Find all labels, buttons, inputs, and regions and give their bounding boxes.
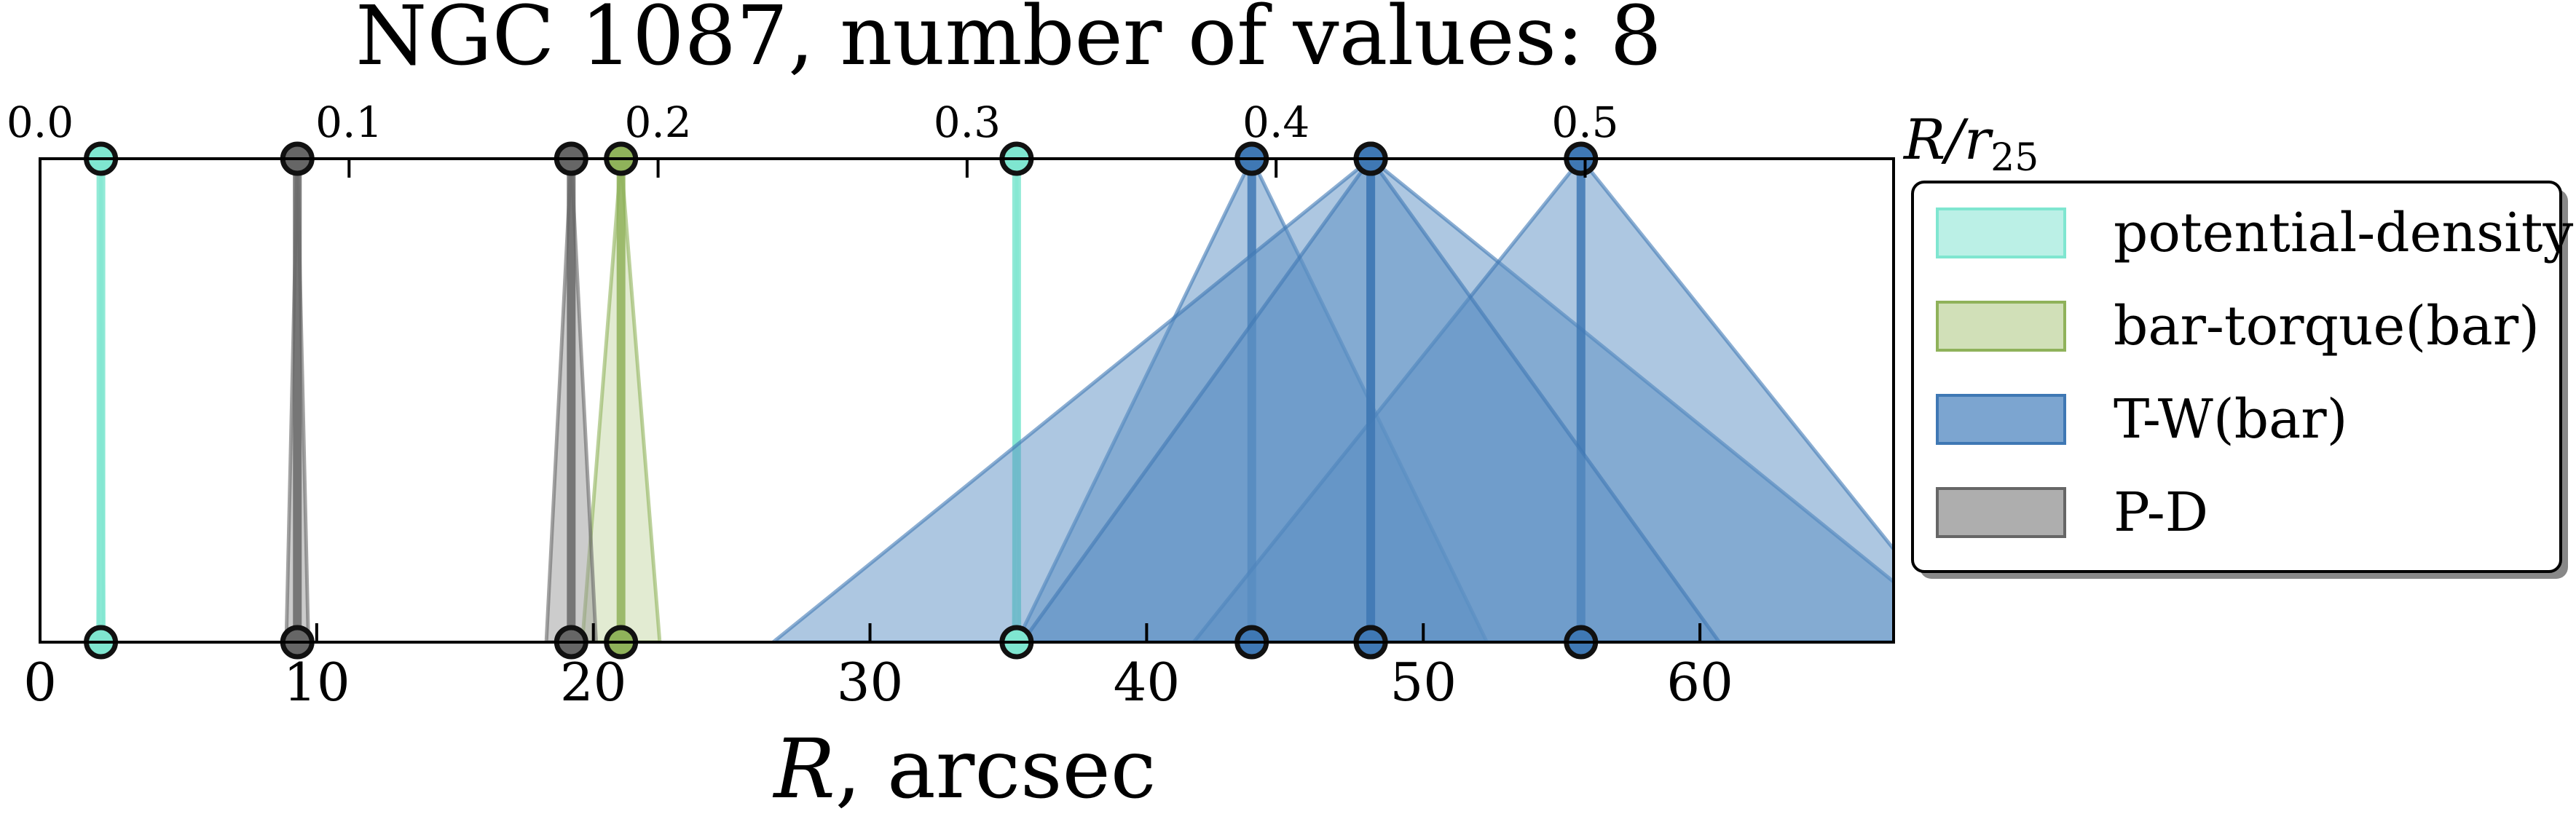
legend-swatch — [1936, 487, 2066, 538]
legend-box — [1911, 181, 2562, 573]
top-tick-label: 0.0 — [7, 98, 74, 147]
top-tick-label: 0.3 — [934, 98, 1001, 147]
top-axis-label-base: R/r — [1902, 107, 1994, 172]
top-axis-label-sub: 25 — [1990, 136, 2039, 180]
axis-layer: 0 10 20 30 40 50 60 0.0 0.1 0.2 0.3 0.4 0.5 — [7, 98, 1733, 713]
data-layer — [84, 141, 1894, 660]
legend-label: potential-density — [2114, 202, 2574, 264]
legend-swatch — [1936, 394, 2066, 445]
top-tick-label: 0.1 — [315, 98, 382, 147]
plot-area — [96, 159, 1894, 642]
x-tick-label: 20 — [560, 652, 627, 713]
legend-swatch — [1936, 208, 2066, 258]
x-axis-label: R, arcsec — [772, 722, 1156, 817]
top-tick-label: 0.4 — [1242, 98, 1309, 147]
top-axis-label: R/r25 — [1902, 107, 2039, 180]
x-tick-label: 30 — [837, 652, 904, 713]
chart-title: NGC 1087, number of values: 8 — [355, 0, 1661, 84]
legend-label: bar-torque(bar) — [2114, 295, 2540, 357]
x-tick-label: 50 — [1390, 652, 1457, 713]
x-tick-label: 10 — [283, 652, 350, 713]
x-axis-label-symbol: R — [772, 722, 835, 817]
legend-label: P-D — [2114, 481, 2208, 544]
legend-label: T-W(bar) — [2114, 388, 2347, 451]
legend-swatch — [1936, 301, 2066, 352]
plot-frame — [39, 157, 1895, 644]
x-axis-label-unit: , arcsec — [835, 722, 1157, 817]
x-tick-label: 0 — [23, 652, 57, 713]
legend: potential-density bar-torque(bar) T-W(bar)… — [1911, 181, 2574, 579]
top-tick-label: 0.2 — [624, 98, 691, 147]
x-tick-label: 60 — [1666, 652, 1733, 713]
top-tick-label: 0.5 — [1551, 98, 1618, 147]
x-tick-label: 40 — [1114, 652, 1181, 713]
